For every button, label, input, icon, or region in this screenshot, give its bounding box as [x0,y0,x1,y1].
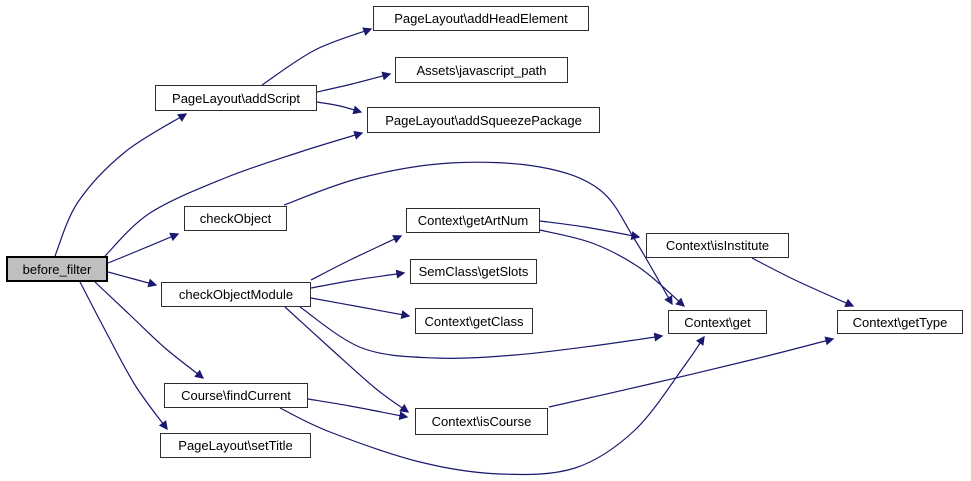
node-getType[interactable]: Context\getType [837,310,963,334]
node-setTitle[interactable]: PageLayout\setTitle [160,433,311,458]
node-getClass[interactable]: Context\getClass [415,308,533,334]
edge-checkObjectModule-to-getClass [310,297,411,320]
node-getSlots[interactable]: SemClass\getSlots [410,259,537,284]
edge-before_filter-to-findCurrent [94,281,205,379]
edge-getArtNum-to-get [539,229,686,307]
node-checkObject[interactable]: checkObject [184,206,287,231]
node-get[interactable]: Context\get [668,310,767,334]
node-isCourse[interactable]: Context\isCourse [415,408,548,435]
node-findCurrent[interactable]: Course\findCurrent [164,383,308,408]
edge-before_filter-to-checkObject [107,232,180,264]
edge-addScript-to-javascript_path [316,71,392,93]
node-isInstitute[interactable]: Context\isInstitute [646,233,789,258]
edge-before_filter-to-setTitle [79,281,168,431]
edge-group [54,27,855,476]
node-getArtNum[interactable]: Context\getArtNum [406,208,540,233]
edge-before_filter-to-addScript [54,113,188,257]
edge-getArtNum-to-isInstitute [539,220,641,241]
edge-addScript-to-addSqueezePackage [316,101,363,115]
edge-checkObjectModule-to-getSlots [310,269,406,289]
edge-checkObjectModule-to-get [299,306,664,359]
edge-findCurrent-to-get [279,335,705,476]
edge-isInstitute-to-getType [751,257,855,308]
node-addSqueezePackage[interactable]: PageLayout\addSqueezePackage [367,107,600,133]
edge-isCourse-to-getType [548,336,835,408]
node-addHeadElement[interactable]: PageLayout\addHeadElement [373,6,589,31]
edge-addScript-to-addHeadElement [261,27,373,86]
node-javascript_path[interactable]: Assets\javascript_path [395,57,568,83]
edge-before_filter-to-checkObjectModule [107,271,158,288]
edge-before_filter-to-addSqueezePackage [104,130,364,257]
edge-checkObjectModule-to-isCourse [284,306,410,413]
edge-findCurrent-to-isCourse [307,398,409,420]
node-addScript[interactable]: PageLayout\addScript [155,85,317,111]
edge-checkObjectModule-to-getArtNum [310,235,403,281]
node-before_filter[interactable]: before_filter [6,256,108,282]
node-checkObjectModule[interactable]: checkObjectModule [161,282,311,307]
